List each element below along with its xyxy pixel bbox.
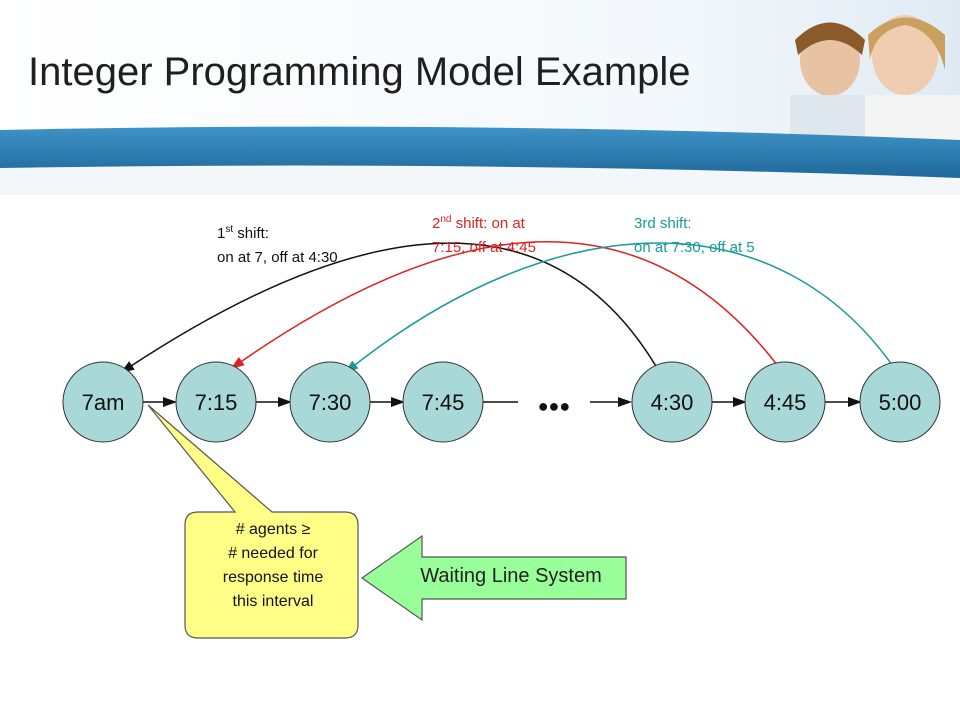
shift-1-label: 1st shift: on at 7, off at 4:30 [217, 224, 338, 266]
callout-line-2: # needed for [228, 545, 318, 562]
shift-2-line2: 7:15, off at 4:45 [432, 239, 536, 256]
shift-3-line1: 3rd shift: [634, 215, 692, 232]
shift-3-label: 3rd shift: on at 7:30, off at 5 [634, 215, 755, 256]
node-label: 7:15 [195, 390, 238, 415]
shift-2-line1: shift: on at [451, 215, 525, 232]
shift-2-label: 2nd shift: on at 7:15, off at 4:45 [432, 214, 536, 256]
shift-2-sup: nd [440, 214, 451, 225]
callout-line-4: this interval [232, 593, 314, 610]
node-label: 7:30 [309, 390, 352, 415]
node-7-45: 7:45 [402, 361, 484, 443]
header-banner: Integer Programming Model Example [0, 0, 960, 195]
node-label: 7:45 [422, 390, 465, 415]
shift-1-num: 1 [217, 225, 225, 242]
header-band-edge [0, 165, 960, 195]
node-4-45: 4:45 [744, 361, 826, 443]
page-title: Integer Programming Model Example [28, 50, 691, 94]
waiting-line-label: Waiting Line System [420, 565, 602, 587]
callout-line-1: # agents ≥ [235, 521, 311, 538]
node-label: 5:00 [879, 390, 922, 415]
node-label: 4:45 [764, 390, 807, 415]
node-7-15: 7:15 [175, 361, 257, 443]
svg-text:1st shift:: 1st shift: [217, 224, 269, 242]
waiting-line-arrow [360, 534, 627, 622]
shift-2-num: 2 [432, 215, 440, 232]
shift-2-arc [230, 241, 779, 370]
header-background [0, 0, 960, 195]
callout-bubble [147, 404, 359, 639]
shift-1-line1: shift: [233, 225, 269, 242]
shift-1-line2: on at 7, off at 4:30 [217, 249, 338, 266]
shift-3-line2: on at 7:30, off at 5 [634, 239, 755, 256]
node-label: 4:30 [651, 390, 694, 415]
shift-1-sup: st [225, 224, 233, 235]
ellipsis: ●●● [538, 396, 571, 416]
shift-3-arc [344, 242, 898, 374]
node-5-00: 5:00 [859, 361, 941, 443]
svg-text:2nd shift: on at: 2nd shift: on at [432, 214, 526, 232]
node-4-30: 4:30 [631, 361, 713, 443]
node-label: 7am [82, 390, 125, 415]
shift-1-arc [120, 242, 661, 374]
node-7-30: 7:30 [289, 361, 371, 443]
callout-text: # agents ≥ # needed for response time th… [188, 518, 358, 614]
node-7am: 7am [62, 361, 144, 443]
callout-line-3: response time [222, 569, 324, 586]
